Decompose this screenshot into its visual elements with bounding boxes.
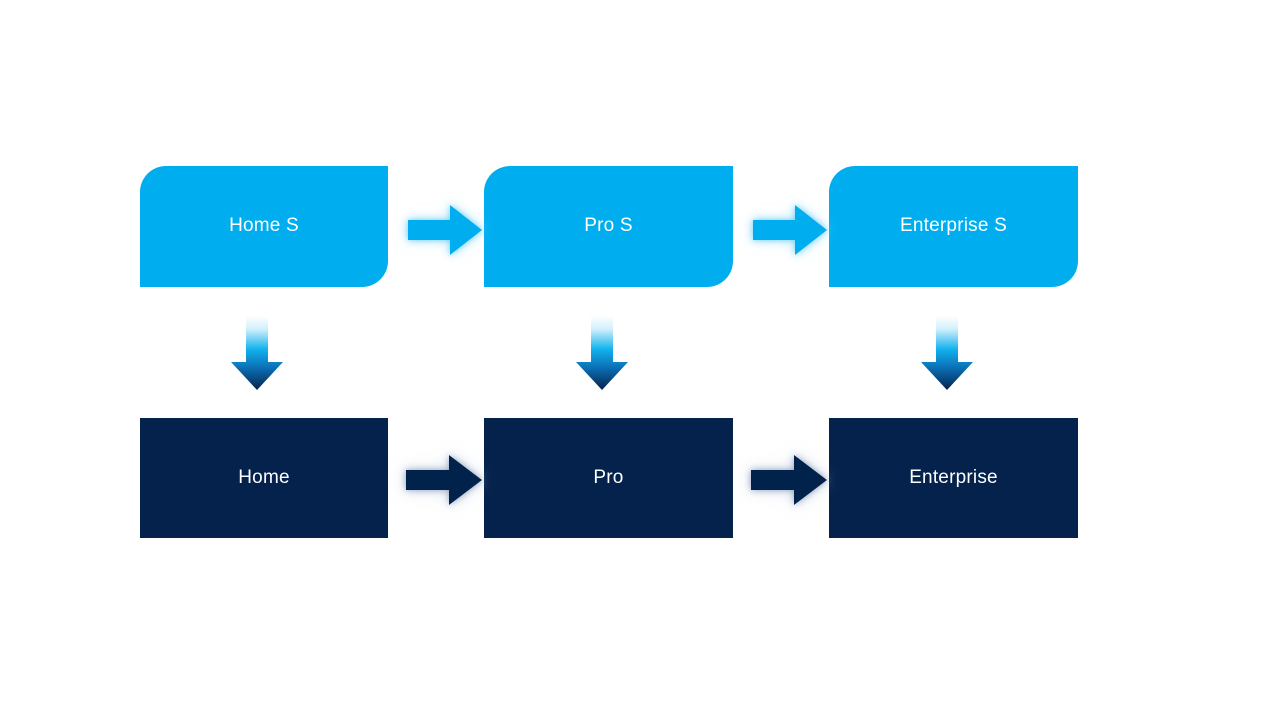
node-label-enterprise: Enterprise — [909, 466, 998, 488]
arrow-down-icon-home-s-to-home — [228, 314, 286, 392]
node-label-enterprise-s: Enterprise S — [900, 215, 1007, 237]
node-label-pro: Pro — [593, 466, 624, 488]
node-label-home: Home — [238, 466, 290, 488]
node-label-pro-s: Pro S — [584, 215, 633, 237]
node-home-s[interactable]: Home S — [140, 166, 388, 287]
node-enterprise[interactable]: Enterprise — [829, 418, 1078, 538]
arrow-down-icon-pro-s-to-pro — [573, 314, 631, 392]
node-enterprise-s[interactable]: Enterprise S — [829, 166, 1078, 287]
arrow-right-icon-pro-s-to-enterprise-s — [751, 202, 829, 258]
node-label-home-s: Home S — [229, 215, 299, 237]
node-home[interactable]: Home — [140, 418, 388, 538]
arrow-right-icon-home-to-pro — [404, 452, 484, 508]
node-pro[interactable]: Pro — [484, 418, 733, 538]
node-pro-s[interactable]: Pro S — [484, 166, 733, 287]
arrow-right-icon-pro-to-enterprise — [749, 452, 829, 508]
arrow-right-icon-home-s-to-pro-s — [406, 202, 484, 258]
arrow-down-icon-enterprise-s-to-enterprise — [918, 314, 976, 392]
